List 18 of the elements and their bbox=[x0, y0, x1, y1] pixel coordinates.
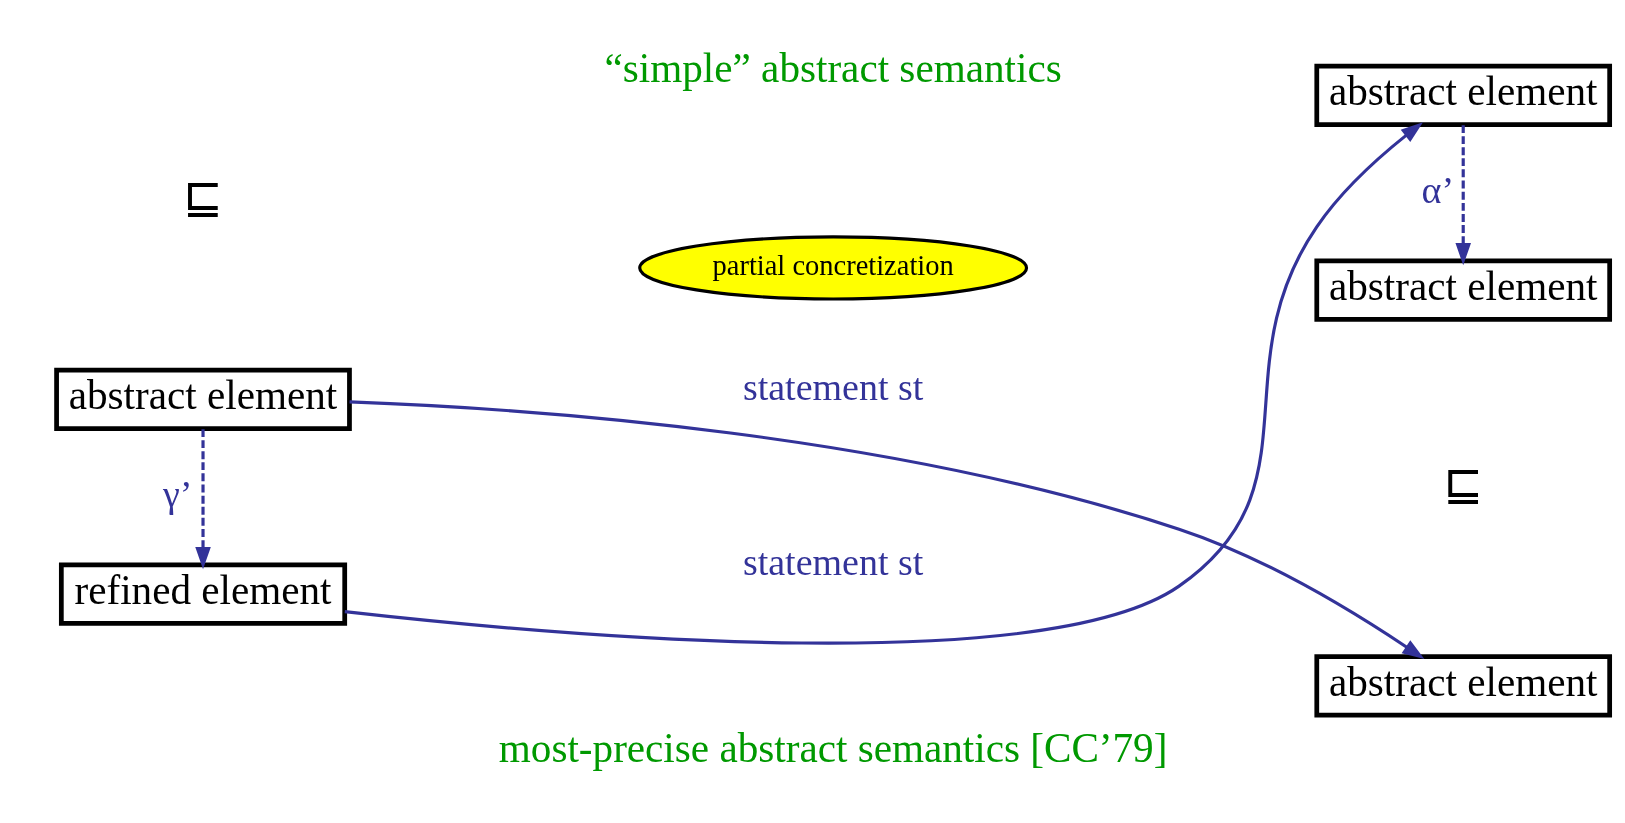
arrow bbox=[349, 399, 1425, 659]
arrow bbox=[195, 428, 211, 569]
edge-label: α’ bbox=[1421, 168, 1455, 211]
label: “simple” abstract semantics bbox=[604, 44, 1062, 91]
node-box: abstract element bbox=[54, 367, 352, 431]
edge-label: statement st bbox=[742, 365, 924, 408]
node-box: abstract element bbox=[1314, 653, 1613, 718]
node-box: abstract element bbox=[1314, 63, 1613, 127]
arrow bbox=[1455, 124, 1471, 265]
edge-label: statement st bbox=[742, 540, 924, 583]
edge-label: γ’ bbox=[162, 472, 193, 515]
node-box: refined element bbox=[58, 561, 348, 626]
node-box: abstract element bbox=[1314, 257, 1613, 322]
node-ellipse: partial concretization bbox=[638, 234, 1029, 301]
arrow bbox=[344, 121, 1424, 645]
label: ⊑ bbox=[183, 168, 223, 224]
label: most-precise abstract semantics [CC’79] bbox=[498, 724, 1168, 771]
label: ⊑ bbox=[1443, 455, 1484, 511]
